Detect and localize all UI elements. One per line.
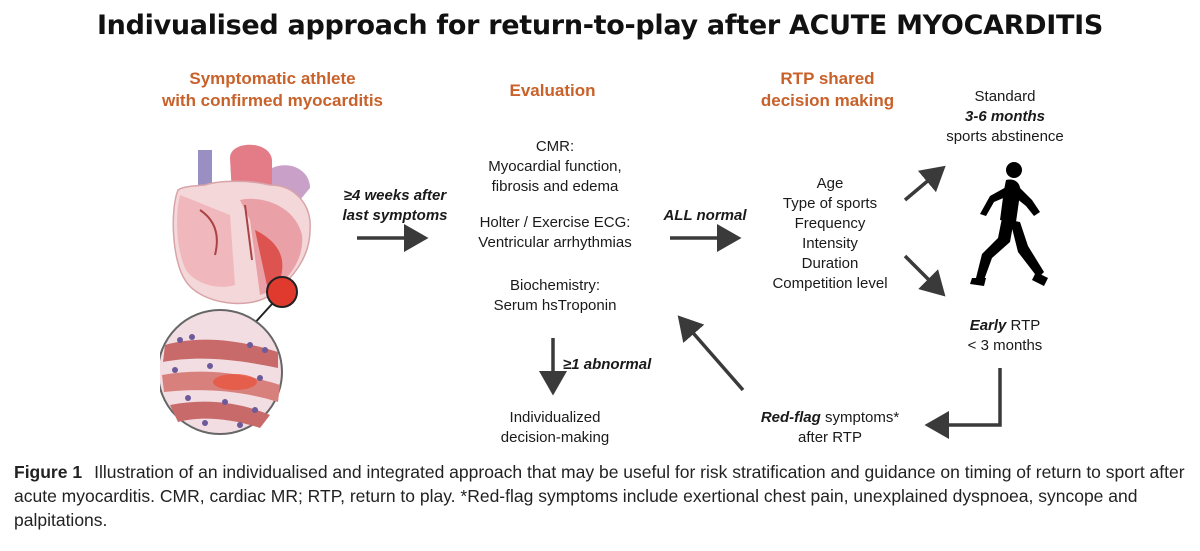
holter-block: Holter / Exercise ECG: Ventricular arrhy… <box>460 213 650 253</box>
factor-item: Intensity <box>802 235 858 252</box>
runner-icon <box>970 162 1048 286</box>
redflag-line2: after RTP <box>798 429 862 446</box>
early-rtp-line1: Early RTP <box>935 316 1075 336</box>
immune-cells <box>172 334 268 428</box>
arrow-to-standard <box>903 165 946 202</box>
early-rtp-line2: < 3 months <box>967 337 1043 354</box>
early-emphasis: Early <box>969 317 1007 334</box>
biochemistry-line2: Serum hsTroponin <box>493 297 617 314</box>
individualized-line2: decision-making <box>500 429 610 446</box>
redflag-emphasis: Red-flag <box>760 409 821 426</box>
heart-right-side <box>177 195 235 287</box>
rtp-header-line2: decision making <box>760 91 895 110</box>
individualized-block: Individualized decision-making <box>480 408 630 448</box>
rtp-header: RTP shared decision making <box>740 68 915 112</box>
evaluation-header: Evaluation <box>509 81 596 100</box>
cmr-line1: CMR: <box>535 138 575 155</box>
abnormal-label: ≥1 abnormal <box>563 356 652 373</box>
redflag-line1: Red-flag symptoms* <box>740 408 920 428</box>
inflammation-spot <box>213 374 257 390</box>
biochemistry-line1: Biochemistry: <box>509 277 601 294</box>
factors-list: Age Type of sports Frequency Intensity D… <box>750 174 910 294</box>
factor-item: Frequency <box>794 215 866 232</box>
standard-line2: 3-6 months <box>964 108 1045 125</box>
septum-line <box>244 204 253 261</box>
cmr-line3: fibrosis and edema <box>491 178 619 195</box>
holter-line1: Holter / Exercise ECG: <box>479 214 631 231</box>
factor-item: Type of sports <box>782 195 878 212</box>
inflamed-myocardium <box>255 230 283 290</box>
caption-label: Figure 1 <box>14 462 83 482</box>
standard-line1: Standard <box>974 88 1036 105</box>
standard-line3: sports abstinence <box>946 128 1064 145</box>
redflag-block: Red-flag symptoms* after RTP <box>740 408 920 448</box>
arrow-to-redflag <box>924 368 1002 439</box>
cmr-block: CMR: Myocardial function, fibrosis and e… <box>460 137 650 197</box>
standard-block: Standard 3-6 months sports abstinence <box>925 87 1085 147</box>
all-normal-label: ALL normal <box>663 207 747 224</box>
weeks-label: ≥4 weeks after last symptoms <box>330 186 460 226</box>
factor-item: Age <box>816 175 844 192</box>
arrow-to-early-rtp <box>903 254 946 297</box>
athlete-header-line2: with confirmed myocarditis <box>161 91 384 110</box>
muscle-fiber-3 <box>170 401 270 428</box>
individualized-line1: Individualized <box>509 409 601 426</box>
athlete-header: Symptomatic athlete with confirmed myoca… <box>130 68 415 112</box>
weeks-label-line2: last symptoms <box>342 207 448 224</box>
cmr-line2: Myocardial function, <box>488 158 622 175</box>
heart-illustration <box>160 144 311 435</box>
athlete-header-line1: Symptomatic athlete <box>189 69 356 88</box>
biochemistry-block: Biochemistry: Serum hsTroponin <box>460 276 650 316</box>
arrow-back-to-evaluation <box>677 315 745 392</box>
early-rtp-block: Early RTP < 3 months <box>935 316 1075 356</box>
redflag-rest: symptoms* <box>820 409 900 426</box>
holter-line2: Ventricular arrhythmias <box>478 234 632 251</box>
factor-item: Duration <box>801 255 859 272</box>
weeks-label-line1: ≥4 weeks after <box>343 187 447 204</box>
figure-title: Indivualised approach for return-to-play… <box>96 10 1104 41</box>
rtp-header-line1: RTP shared <box>780 69 875 88</box>
caption-text: Illustration of an individualised and in… <box>14 462 1185 530</box>
early-rest: RTP <box>1006 317 1041 334</box>
chamber-line <box>199 209 218 256</box>
zoom-marker <box>266 276 298 308</box>
factor-item: Competition level <box>772 275 888 292</box>
